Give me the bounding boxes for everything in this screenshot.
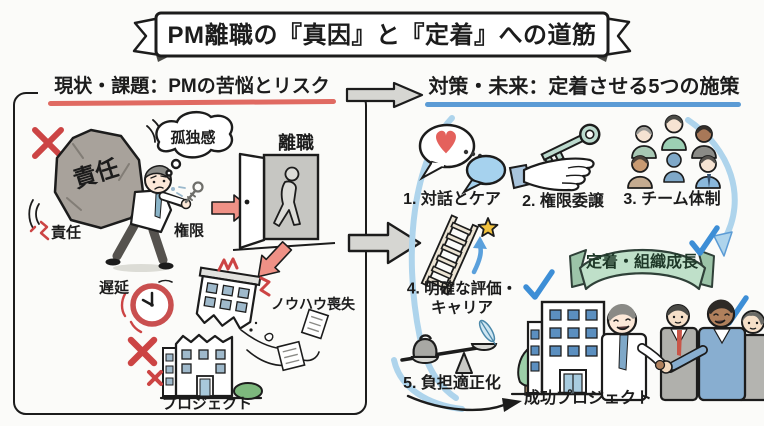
door-label: 離職 (278, 133, 314, 153)
cycle-arc-right-arrowhead (713, 231, 733, 257)
page-title: PM離職の『真因』と『定着』への道筋 (167, 22, 597, 49)
knowhow-loss-label: ノウハウ喪失 (271, 296, 355, 312)
delay-label: 遅延 (98, 279, 130, 297)
delay-clock-icon (120, 279, 174, 334)
title-ribbon (132, 11, 632, 62)
balance-scale-icon (400, 319, 498, 374)
to-project-arrow (257, 241, 293, 278)
flow-arrow-middle (347, 221, 422, 265)
delegation-icon (508, 123, 601, 192)
measure-4-label-line2: キャリア (430, 299, 494, 317)
cracked-building-icon (195, 266, 262, 330)
flow-arrow-top (345, 81, 424, 109)
star-icon (477, 217, 499, 238)
measure-4-label-line1: 4. 明確な評価・ (406, 280, 518, 298)
dialogue-icon (418, 123, 507, 195)
flying-papers-icon (240, 308, 330, 372)
measure-3-label: 3. チーム体制 (623, 191, 721, 208)
bottom-arrowhead (502, 398, 522, 412)
success-project-label: 成功プロジェクト (523, 390, 653, 407)
cross-icon-top (32, 127, 64, 159)
thought-bubble-label: 孤独感 (170, 129, 216, 147)
growth-banner-label: 定着・組織成長 (585, 254, 699, 271)
right-panel-header: 対策・未来：定着させる5つの施策 (428, 76, 740, 98)
left-panel-header: 現状・課題：PMの苦悩とリスク (38, 71, 346, 98)
pm-figure-illustration (105, 165, 204, 272)
growth-banner (569, 249, 715, 291)
handshake-group-icon (600, 299, 764, 402)
left-illustration (28, 110, 336, 400)
authority-key-icon (184, 181, 204, 204)
team-icon (627, 114, 721, 189)
thought-bubble-icon (155, 110, 234, 177)
right-illustration (391, 114, 764, 412)
project-building-icon (159, 333, 263, 400)
person-blue-suit (665, 299, 747, 402)
damage-marks (127, 257, 271, 386)
measure-2-label: 2. 権限委譲 (522, 193, 604, 210)
crack-mark-icon (29, 220, 50, 241)
resignation-door-icon (232, 152, 336, 251)
measure-1-label: 1. 対話とケア (403, 191, 501, 208)
bottom-arrow (406, 394, 506, 412)
authority-label: 権限 (173, 222, 205, 240)
burden-rock-icon (28, 119, 163, 230)
person-left (600, 303, 669, 402)
success-building-icon (510, 300, 622, 396)
career-ladder-icon (420, 214, 499, 296)
measure-5-label: 5. 負担適正化 (403, 375, 501, 392)
ribbon-band (154, 11, 610, 58)
right-header-underline (425, 102, 741, 107)
project-label: プロジェクト (161, 395, 253, 413)
responsibility-label: 責任 (50, 224, 82, 242)
